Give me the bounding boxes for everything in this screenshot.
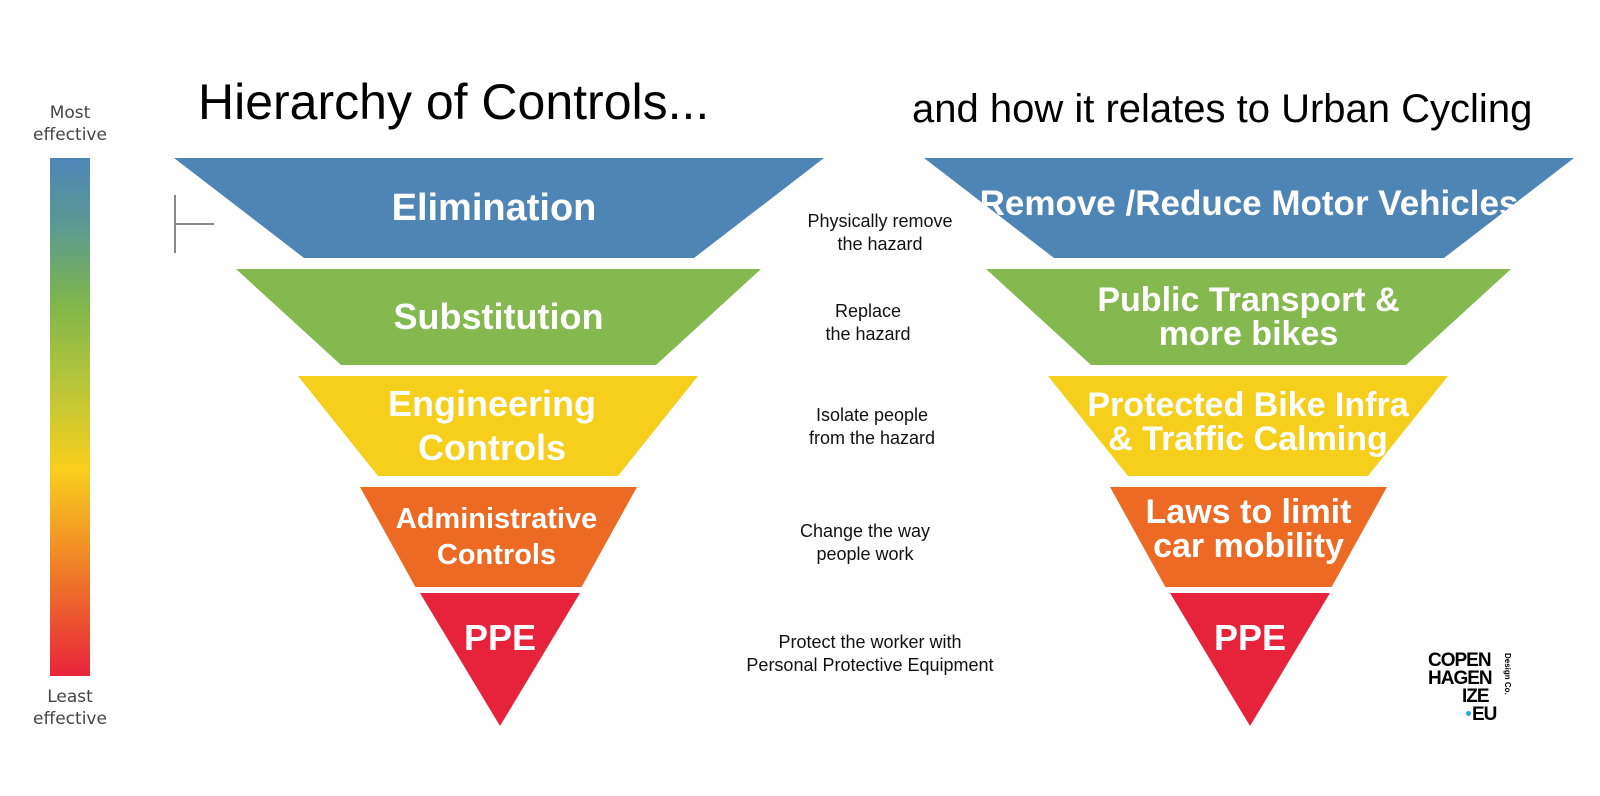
logo-dot-icon (1466, 711, 1471, 716)
scale-label-most-effective: Most effective (33, 103, 107, 145)
right-level-engineering-label: Protected Bike Infra & Traffic Calming (1087, 386, 1409, 458)
left-level-elimination-label: Elimination (391, 186, 597, 229)
right-level-elimination: Remove /Reduce Motor Vehicles (924, 158, 1574, 258)
right-level-ppe-label: PPE (1213, 617, 1287, 658)
left-level-engineering: Engineering Controls (298, 376, 698, 476)
logo-line-1: COPEN (1428, 650, 1492, 671)
logo-line-3: IZE (1462, 686, 1490, 707)
main-title: Hierarchy of Controls... (198, 74, 710, 130)
left-level-administrative: Administrative Controls (360, 487, 637, 587)
right-level-substitution: Public Transport & more bikes (986, 269, 1511, 365)
left-level-ppe: PPE (420, 593, 580, 726)
logo-line-4: EU (1472, 704, 1497, 725)
description-engineering: Isolate people from the hazard (808, 405, 936, 448)
description-substitution: Replace the hazard (825, 301, 911, 344)
description-elimination: Physically remove the hazard (807, 211, 953, 254)
left-level-elimination: Elimination (174, 158, 824, 258)
right-level-elimination-label: Remove /Reduce Motor Vehicles (979, 184, 1519, 223)
logo-line-2: HAGEN (1428, 668, 1493, 689)
right-level-ppe: PPE (1170, 593, 1330, 726)
left-level-ppe-label: PPE (463, 617, 537, 658)
logo-subtitle: Design Co. (1503, 653, 1512, 695)
right-level-administrative-label: Laws to limit car mobility (1145, 493, 1352, 565)
description-administrative: Change the way people work (799, 521, 931, 564)
secondary-title: and how it relates to Urban Cycling (912, 87, 1533, 131)
effectiveness-gradient-bar (50, 158, 90, 676)
bracket-marker-arm (174, 223, 214, 225)
copenhagenize-logo: COPEN HAGEN IZE EU Design Co. (1428, 651, 1512, 727)
right-level-administrative: Laws to limit car mobility (1110, 487, 1387, 587)
right-level-engineering: Protected Bike Infra & Traffic Calming (1048, 376, 1448, 476)
scale-label-least-effective: Least effective (33, 687, 107, 729)
left-level-substitution: Substitution (236, 269, 761, 365)
right-level-substitution-label: Public Transport & more bikes (1097, 281, 1400, 353)
description-ppe: Protect the worker with Personal Protect… (746, 632, 994, 675)
left-level-substitution-label: Substitution (393, 296, 604, 337)
left-level-administrative-label: Administrative Controls (395, 503, 598, 571)
left-level-engineering-label: Engineering Controls (387, 383, 597, 468)
